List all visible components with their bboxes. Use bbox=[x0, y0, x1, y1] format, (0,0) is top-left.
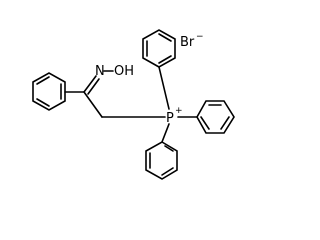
atom-br: Br bbox=[180, 35, 195, 50]
molecule-structure: N OH P + Br − bbox=[32, 29, 235, 180]
bond-p-phenyl-top bbox=[158, 66, 170, 110]
phenyl-ring-top bbox=[142, 29, 176, 68]
bond-p-phenyl-bottom bbox=[161, 123, 170, 143]
bond-c-n-double-a bbox=[83, 75, 97, 93]
bond-c-n-double-b bbox=[87, 78, 100, 95]
atom-oh: OH bbox=[114, 64, 134, 79]
phenyl-ring-bottom bbox=[145, 141, 178, 180]
bond-c-ch2 bbox=[83, 91, 103, 118]
phenyl-ring-right bbox=[196, 100, 235, 134]
atom-n: N bbox=[95, 64, 105, 79]
phenyl-ring-left bbox=[32, 72, 66, 111]
charge-p: + bbox=[175, 106, 183, 116]
atom-p: P bbox=[166, 111, 174, 126]
charge-br: − bbox=[196, 32, 204, 42]
